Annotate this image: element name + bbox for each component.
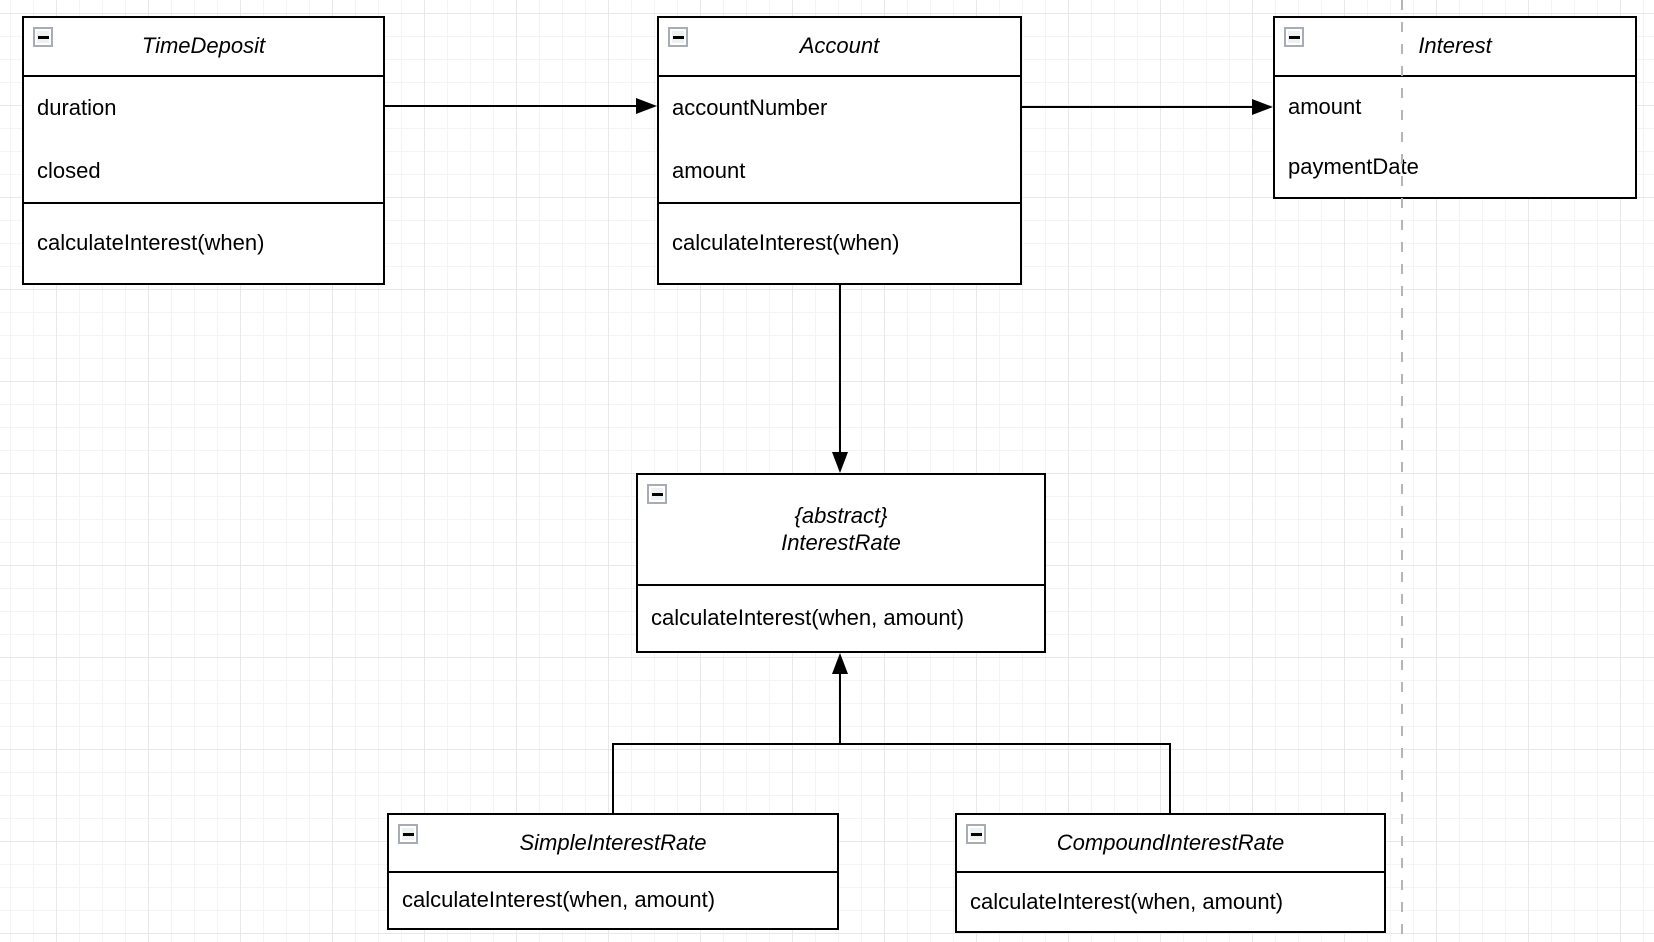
method-row[interactable]: calculateInterest(when, amount) <box>638 605 1044 631</box>
arrowhead <box>636 98 657 114</box>
method-row[interactable]: calculateInterest(when, amount) <box>389 887 837 913</box>
class-title-bar: SimpleInterestRate <box>389 815 837 873</box>
edge-account-interestrate[interactable] <box>832 285 848 473</box>
method-label: calculateInterest(when, amount) <box>402 887 716 913</box>
class-title-label: Account <box>799 33 880 59</box>
collapse-minus-icon[interactable] <box>33 27 53 47</box>
method-label: calculateInterest(when) <box>37 230 265 256</box>
attributes-section: accountNumber amount <box>659 77 1020 204</box>
methods-section: calculateInterest(when) <box>24 204 383 283</box>
attribute-label: accountNumber <box>672 95 828 121</box>
minus-glyph <box>37 35 49 39</box>
edge-generalization-tree[interactable] <box>612 653 1171 813</box>
method-label: calculateInterest(when, amount) <box>651 605 965 631</box>
attribute-row[interactable]: paymentDate <box>1275 137 1635 197</box>
attributes-section: amount paymentDate <box>1275 77 1635 197</box>
attribute-row[interactable]: amount <box>659 140 1020 203</box>
edge-account-interest[interactable] <box>1022 99 1273 115</box>
method-label: calculateInterest(when, amount) <box>970 888 1284 914</box>
method-row[interactable]: calculateInterest(when) <box>24 230 383 256</box>
collapse-minus-icon[interactable] <box>668 27 688 47</box>
class-title-label: InterestRate <box>781 529 901 555</box>
minus-glyph <box>970 832 982 836</box>
attribute-label: closed <box>37 157 101 183</box>
methods-section: calculateInterest(when, amount) <box>389 873 837 928</box>
class-title-bar: Interest <box>1275 18 1635 77</box>
attribute-row[interactable]: closed <box>24 140 383 203</box>
attribute-label: amount <box>672 157 746 183</box>
arrowhead <box>832 653 848 674</box>
class-title-bar: {abstract} InterestRate <box>638 475 1044 586</box>
class-title-label: TimeDeposit <box>141 33 266 59</box>
minus-glyph <box>672 35 684 39</box>
class-title-label: CompoundInterestRate <box>1056 829 1285 855</box>
method-row[interactable]: calculateInterest(when, amount) <box>957 889 1384 915</box>
minus-glyph <box>651 492 663 496</box>
arrowhead <box>832 452 848 473</box>
class-box-simple-interest-rate[interactable]: SimpleInterestRate calculateInterest(whe… <box>387 813 839 930</box>
class-box-time-deposit[interactable]: TimeDeposit duration closed calculateInt… <box>22 16 385 285</box>
methods-section: calculateInterest(when) <box>659 204 1020 283</box>
class-title-label: Interest <box>1418 33 1492 59</box>
methods-section: calculateInterest(when, amount) <box>957 873 1384 931</box>
class-box-account[interactable]: Account accountNumber amount calculateIn… <box>657 16 1022 285</box>
class-title-bar: Account <box>659 18 1020 77</box>
collapse-minus-icon[interactable] <box>398 824 418 844</box>
collapse-minus-icon[interactable] <box>966 824 986 844</box>
class-box-interest[interactable]: Interest amount paymentDate <box>1273 16 1637 199</box>
class-stereotype-label: {abstract} <box>794 503 888 529</box>
attribute-row[interactable]: accountNumber <box>659 77 1020 140</box>
attribute-row[interactable]: amount <box>1275 77 1635 137</box>
collapse-minus-icon[interactable] <box>1284 27 1304 47</box>
class-box-compound-interest-rate[interactable]: CompoundInterestRate calculateInterest(w… <box>955 813 1386 933</box>
attribute-label: paymentDate <box>1288 153 1419 179</box>
class-title-bar: CompoundInterestRate <box>957 815 1384 873</box>
collapse-minus-icon[interactable] <box>647 484 667 504</box>
methods-section: calculateInterest(when, amount) <box>638 586 1044 651</box>
class-box-interest-rate[interactable]: {abstract} InterestRate calculateInteres… <box>636 473 1046 653</box>
arrowhead <box>1252 99 1273 115</box>
minus-glyph <box>402 832 414 836</box>
minus-glyph <box>1288 35 1300 39</box>
edge-timedeposit-account[interactable] <box>385 98 657 114</box>
attributes-section: duration closed <box>24 77 383 204</box>
method-label: calculateInterest(when) <box>672 230 900 256</box>
method-row[interactable]: calculateInterest(when) <box>659 230 1020 256</box>
attribute-label: duration <box>37 95 117 121</box>
class-title-bar: TimeDeposit <box>24 18 383 77</box>
attribute-label: amount <box>1288 93 1362 119</box>
attribute-row[interactable]: duration <box>24 77 383 140</box>
class-title-label: SimpleInterestRate <box>519 829 707 855</box>
